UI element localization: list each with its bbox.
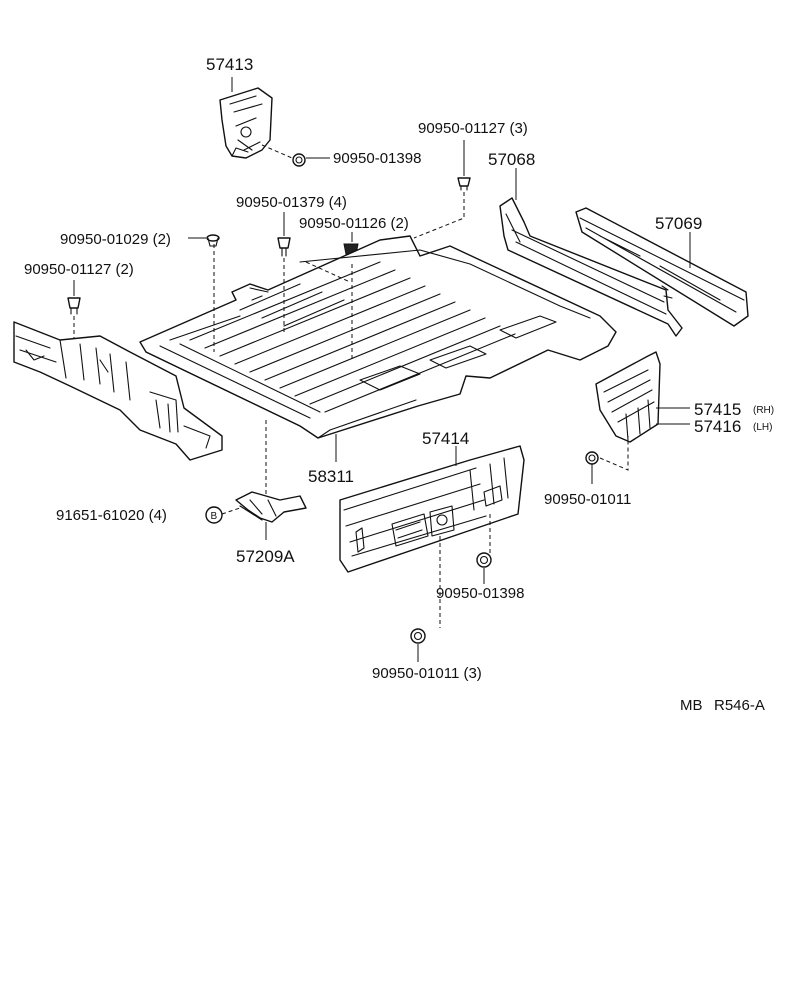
part-57069-rail (575, 207, 749, 327)
dash-badge-bracket (221, 507, 241, 515)
dash-clip-57068 (413, 192, 465, 239)
nut-90950-01398-top (292, 153, 306, 167)
label-57068: 57068 (488, 150, 535, 169)
left-side-rail (13, 321, 223, 461)
clip-90950-01127-3 (457, 177, 471, 191)
part-57068-rail (499, 197, 683, 337)
dash-57415-nut (599, 436, 629, 471)
label-90950-01029: 90950-01029 (2) (60, 231, 171, 248)
label-57209a: 57209A (236, 547, 295, 566)
badge-b-bolt: B (205, 506, 223, 524)
label-57413: 57413 (206, 55, 253, 74)
label-57416: 57416 (694, 417, 741, 436)
dash-clip-floor-4 (305, 261, 351, 283)
leader-57415-57416 (656, 407, 690, 425)
label-90950-01126: 90950-01126 (2) (299, 215, 409, 232)
part-57209a-bracket (235, 491, 307, 523)
nut-90950-01011-right (585, 451, 599, 465)
label-57414: 57414 (422, 429, 469, 448)
clip-90950-01127-2 (67, 297, 81, 315)
label-90950-01398-top: 90950-01398 (333, 150, 421, 167)
label-57069: 57069 (655, 214, 702, 233)
clip-90950-01379 (277, 237, 291, 257)
label-90950-01127-2: 90950-01127 (2) (24, 261, 134, 278)
dash-57413-nut (261, 144, 293, 159)
badge-b-letter: B (211, 511, 218, 522)
label-rh: (RH) (753, 405, 774, 416)
label-ref-code: R546-A (714, 697, 765, 714)
label-90950-01011-right: 90950-01011 (544, 491, 631, 508)
clip-90950-01029 (206, 234, 220, 247)
nut-90950-01011-3 (410, 628, 426, 644)
label-57415: 57415 (694, 400, 741, 419)
nut-90950-01398-bottom (476, 552, 492, 568)
part-58311-floor-pan (139, 235, 617, 439)
part-57413-bracket (219, 87, 273, 159)
label-58311: 58311 (308, 467, 354, 486)
part-57415-57416-bracket (595, 351, 661, 443)
label-lh: (LH) (753, 422, 772, 433)
label-90950-01398-bottom: 90950-01398 (436, 585, 524, 602)
label-90950-01379: 90950-01379 (4) (236, 194, 347, 211)
label-ref-mb: MB (680, 697, 703, 714)
label-90950-01011-3: 90950-01011 (3) (372, 665, 482, 682)
label-91651-61020: 91651-61020 (4) (56, 507, 167, 524)
part-57414-panel (339, 445, 525, 573)
label-90950-01127-3: 90950-01127 (3) (418, 120, 528, 137)
